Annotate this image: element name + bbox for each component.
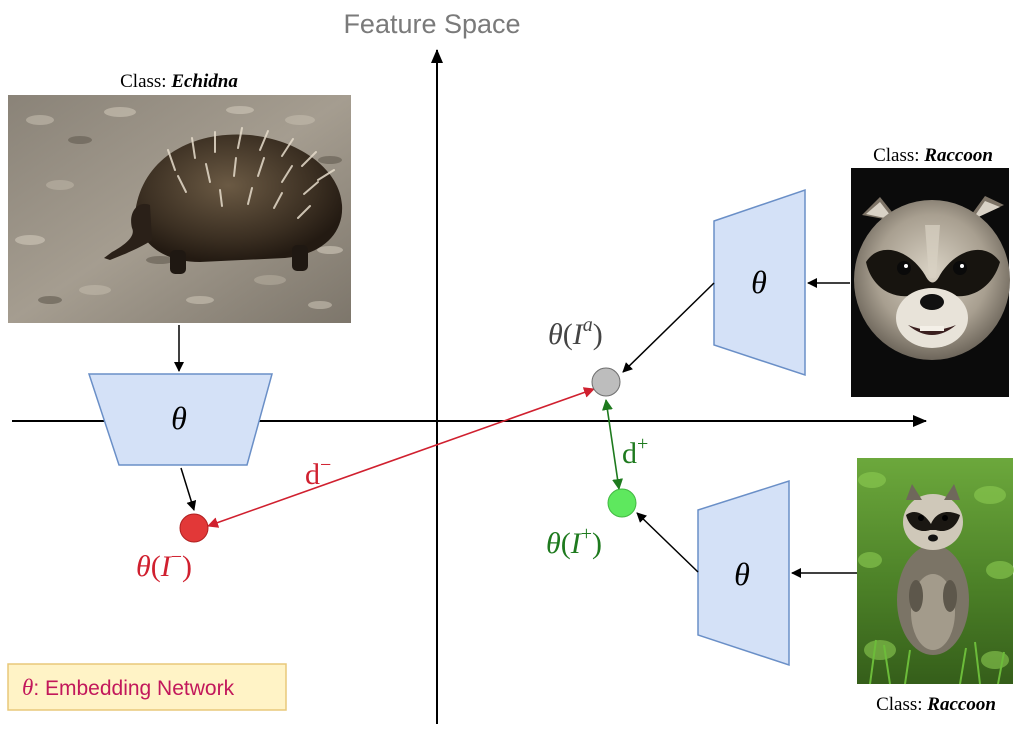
negative-embedding-label: θ(I−) xyxy=(136,546,192,583)
positive-embedding-label: θ(I+) xyxy=(546,523,602,560)
raccoon-standing-image xyxy=(857,458,1014,685)
raccoon-face-class-label: Class: Raccoon xyxy=(873,145,993,166)
negative-distance-label: d− xyxy=(305,454,331,491)
negative-network-theta: θ xyxy=(171,400,187,436)
anchor-network-theta: θ xyxy=(751,264,767,300)
network-to-positive-arrow xyxy=(636,512,699,573)
echidna-class-label: Class: Echidna xyxy=(120,71,238,92)
anchor-embedding-network: θ xyxy=(713,188,806,377)
negative-embedding-network: θ xyxy=(87,373,273,466)
legend-box: θ: Embedding Network xyxy=(7,663,287,711)
negative-distance-arrow xyxy=(207,387,595,528)
anchor-embedding-point xyxy=(591,367,621,397)
raccoon-face-image xyxy=(851,168,1010,397)
raccoon-standing-class-label: Class: Raccoon xyxy=(876,694,996,715)
positive-distance-arrow xyxy=(602,399,623,490)
positive-embedding-network: θ xyxy=(697,479,790,667)
positive-network-theta: θ xyxy=(734,556,750,592)
feature-space-title: Feature Space xyxy=(343,9,520,39)
positive-distance-label: d+ xyxy=(622,433,648,470)
legend-text: θ: Embedding Network xyxy=(22,675,235,700)
negative-embedding-point xyxy=(179,513,209,543)
anchor-embedding-label: θ(Ia) xyxy=(548,314,603,351)
network-to-negative-arrow xyxy=(180,467,197,511)
positive-embedding-point xyxy=(607,488,637,518)
network-to-anchor-arrow xyxy=(622,282,715,373)
echidna-image xyxy=(8,95,351,323)
